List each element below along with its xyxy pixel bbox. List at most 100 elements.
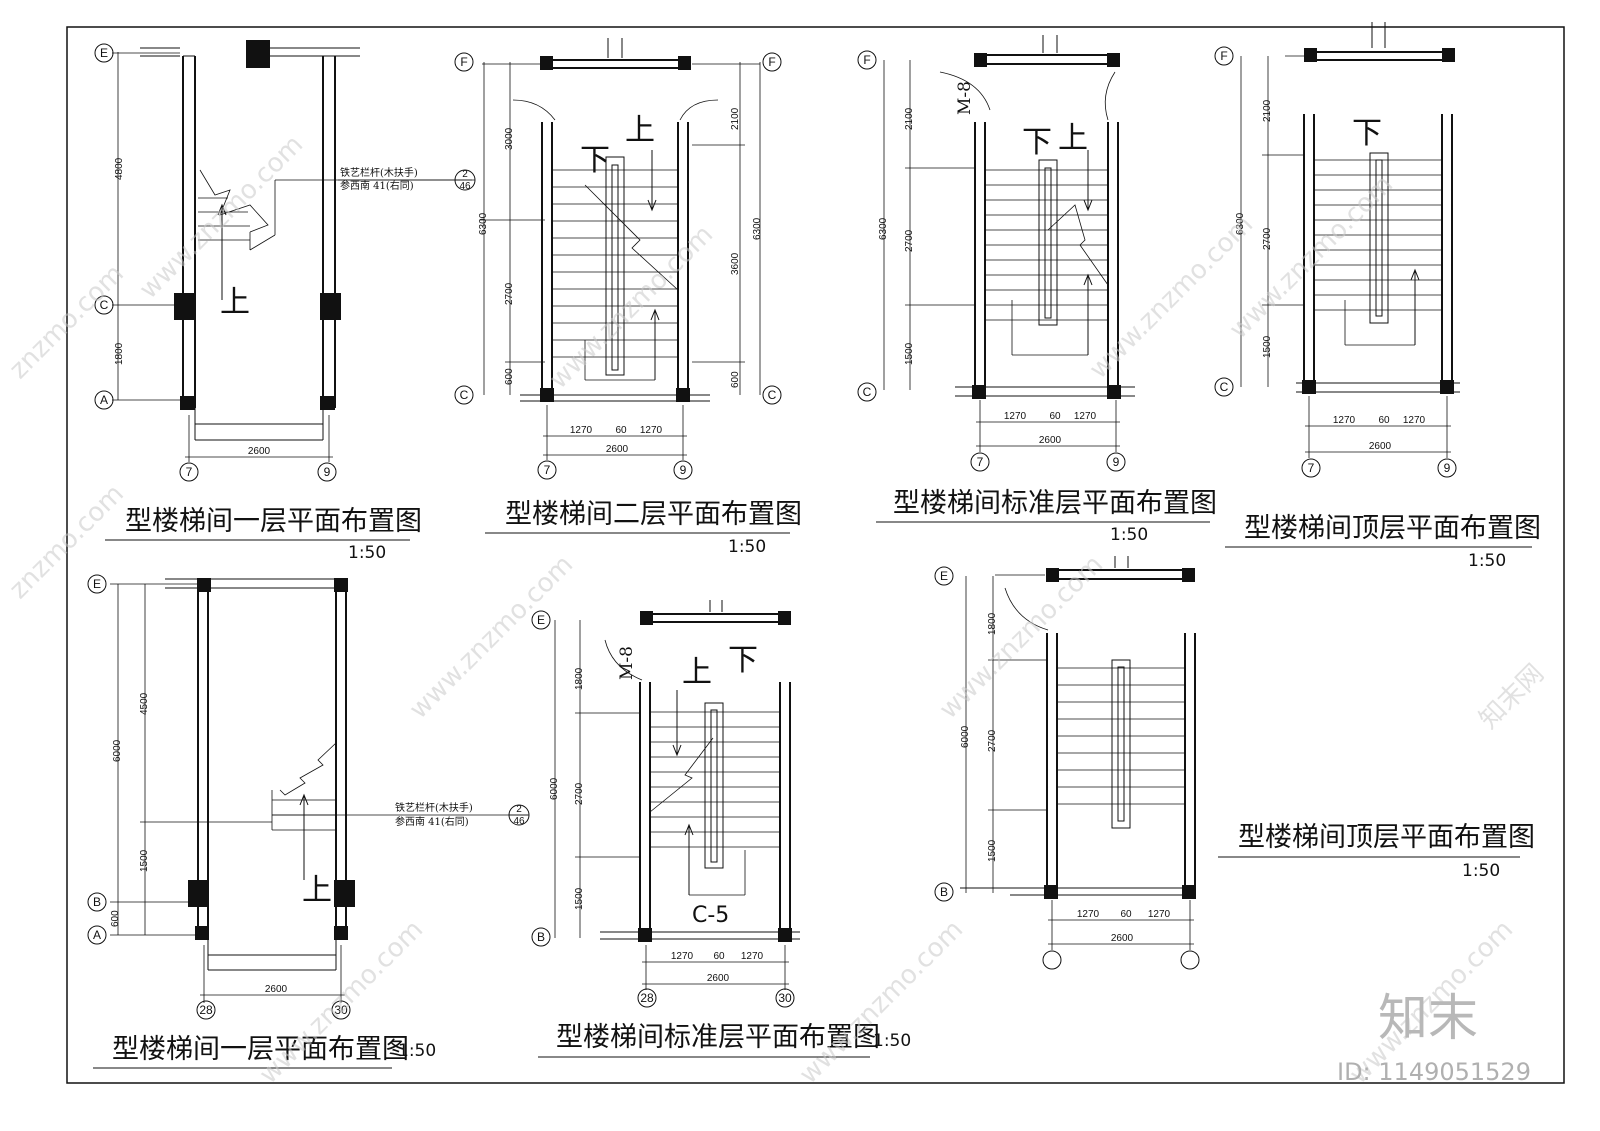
grid-label: C: [460, 388, 469, 402]
dim: 6000: [549, 777, 560, 800]
grid-label: C: [863, 385, 872, 399]
grid-label: A: [100, 393, 108, 407]
dim: 60: [1120, 909, 1132, 920]
grid-label: 9: [324, 465, 331, 479]
drawing-title: 型楼梯间二层平面布置图: [505, 499, 802, 530]
watermark-text: www.znzmo.com: [1224, 170, 1399, 345]
down-mark: 下: [728, 643, 758, 678]
dim: 6300: [1235, 212, 1246, 235]
dim: 2600: [606, 444, 629, 455]
door-mark: M-8: [955, 81, 975, 115]
dim: 1270: [1333, 415, 1356, 426]
drawing-title: 型楼梯间顶层平面布置图: [1244, 513, 1541, 544]
watermark-text: www.znzmo.com: [1084, 210, 1259, 385]
dim: 60: [1049, 411, 1061, 422]
grid-label: E: [940, 569, 948, 583]
callout: 2: [462, 169, 468, 180]
dim: 2600: [707, 973, 730, 984]
dim: 1270: [741, 951, 764, 962]
drawing-scale: 1:50: [1462, 861, 1500, 881]
dim: 6300: [478, 212, 489, 235]
grid-label: C: [1220, 380, 1229, 394]
grid-label: 9: [680, 463, 687, 477]
grid-label: C: [768, 388, 777, 402]
railing-ref: 参西南 41(右同): [395, 815, 469, 828]
dim: 600: [110, 910, 121, 927]
dim: 6300: [752, 217, 763, 240]
dim: 1270: [640, 425, 663, 436]
plan-3-standard-floor: M-8 下 上 6300 2100 2700 1500 F C 1270 60: [857, 35, 1217, 545]
plan-6-standard-floor: M-8 上 下 C-5 6000 1800 2700 1500 E B 1270…: [531, 600, 911, 1058]
dim: 2100: [904, 107, 915, 130]
dim: 4500: [139, 692, 150, 715]
grid-label: 9: [1113, 455, 1120, 469]
down-mark: 下: [1352, 116, 1382, 151]
dim: 1800: [987, 612, 998, 635]
grid-label: F: [460, 55, 467, 69]
watermark-text: www.znzmo.com: [794, 915, 969, 1090]
dim: 3000: [504, 127, 515, 150]
drawing-scale: 1:50: [728, 537, 766, 557]
stair-treads: [650, 711, 780, 848]
dim: 6000: [112, 739, 123, 762]
dim: 1270: [1077, 909, 1100, 920]
grid-label: F: [768, 55, 775, 69]
grid-label: 28: [199, 1003, 213, 1017]
dim: 2700: [904, 229, 915, 252]
dim: 2700: [987, 729, 998, 752]
grid-label: A: [93, 928, 101, 942]
grid-label: 7: [977, 455, 984, 469]
dim: 1270: [1074, 411, 1097, 422]
dim: 60: [1378, 415, 1390, 426]
drawing-title: 型楼梯间一层平面布置图: [112, 1034, 409, 1065]
watermark-text: www.znzmo.com: [934, 550, 1109, 725]
grid-label: 9: [1444, 461, 1451, 475]
dim: 2600: [1111, 933, 1134, 944]
railing-note: 铁艺栏杆(木扶手): [340, 166, 418, 179]
dim: 6300: [878, 217, 889, 240]
drawing-title: 型楼梯间顶层平面布置图: [1238, 822, 1535, 853]
watermark-text: www.znzmo.com: [404, 550, 579, 725]
watermark-text: 知末网: [1474, 659, 1550, 735]
grid-label: 7: [544, 463, 551, 477]
grid-label: E: [100, 46, 108, 60]
plan-2-second-floor: 下 上 6300 3000 2700 600 F C 2100 3600 600…: [454, 38, 802, 557]
dim: 3600: [730, 252, 741, 275]
down-mark: 下: [580, 143, 610, 178]
watermark-text: www.znzmo.com: [544, 220, 719, 395]
dim: 1500: [987, 839, 998, 862]
drawing-scale: 1:50: [873, 1031, 911, 1051]
dim-p1-width: 2600: [248, 446, 271, 457]
drawing-scale: 1:50: [1110, 525, 1148, 545]
grid-label: C: [100, 298, 109, 312]
dim: 1500: [1262, 335, 1273, 358]
drawing-scale: 1:50: [398, 1041, 436, 1061]
grid-label: E: [537, 613, 545, 627]
grid-label: E: [93, 577, 101, 591]
dim: 1270: [570, 425, 593, 436]
stair-treads: [1057, 667, 1185, 805]
dim: 2600: [265, 984, 288, 995]
grid-label: 7: [1308, 461, 1315, 475]
up-mark: 上: [682, 655, 712, 690]
grid-label: B: [940, 885, 948, 899]
brand-logo: 知末: [1378, 989, 1478, 1047]
dim: 60: [713, 951, 725, 962]
drawing-title: 型楼梯间标准层平面布置图: [893, 488, 1217, 519]
grid-label: B: [93, 895, 101, 909]
dim-p1-bot: 1800: [114, 342, 125, 365]
plan-5-ground-floor: 上 6000 4500 1500 600 E B A 2600 28 30 铁艺…: [87, 574, 530, 1069]
plan-1-ground-floor: 上 4800 1800 E C A 2600 7 9 铁艺栏杆(木扶手) 参西南…: [94, 40, 476, 563]
drawing-title: 型楼梯间标准层平面布置图: [556, 1022, 880, 1053]
grid-label: F: [1220, 49, 1227, 63]
dim: 6000: [960, 725, 971, 748]
grid-label: 7: [186, 465, 193, 479]
dim: 1800: [574, 667, 585, 690]
id-label: ID: 1149051529: [1337, 1058, 1531, 1086]
dim: 1270: [1148, 909, 1171, 920]
grid-label: 30: [334, 1003, 348, 1017]
dim: 1270: [671, 951, 694, 962]
stair-treads: [985, 169, 1108, 321]
dim: 1500: [904, 342, 915, 365]
